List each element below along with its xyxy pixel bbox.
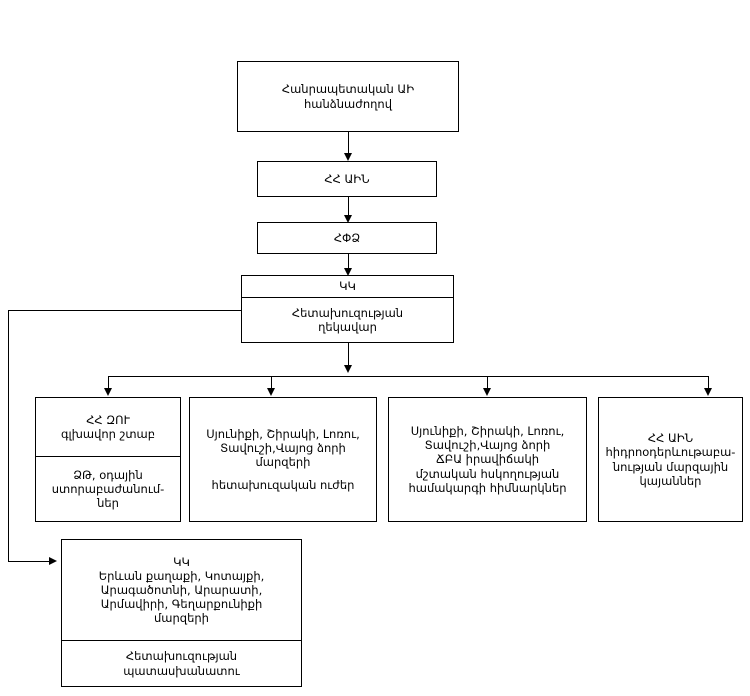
text-line: Տավուշի,Վայոց ձորի <box>220 440 346 455</box>
node-hydromet-stations[interactable]: ՀՀ ԱԻՆ հիդրոօդերևութաբա- նության մարզայի… <box>598 397 743 522</box>
text-line: ՀՀ ԱԻՆ <box>647 431 694 446</box>
text-line: Սյունիքի, Շիրակի, Լոռու, <box>206 426 360 441</box>
node-kk-head[interactable]: ԿԿ Հետախուզության ղեկավար <box>241 275 454 343</box>
node-hpdz-text: ՀՓՁ <box>258 223 436 253</box>
connector-kk-feedback-arrow <box>49 557 57 565</box>
text-line: ներ <box>97 496 119 510</box>
connector-bus-to-recon-forces-arrow <box>267 388 275 396</box>
node-kk-head-header: ԿԿ <box>242 276 453 297</box>
connector-kk-to-bus-line <box>348 343 349 367</box>
text-line: մշտական հսկողության <box>415 466 560 481</box>
connector-hpdz-to-kk-arrow <box>344 268 352 276</box>
text-line: ԿԿ <box>339 279 356 294</box>
connector-kk-feedback-vertical <box>8 310 9 561</box>
text-line: ղեկավար <box>318 320 377 334</box>
node-kk-head-body: Հետախուզության ղեկավար <box>242 297 453 342</box>
node-monitoring-institutions-text: Սյունիքի, Շիրակի, Լոռու, Տավուշի,Վայոց ձ… <box>389 398 586 521</box>
node-hydromet-stations-text: ՀՀ ԱԻՆ հիդրոօդերևութաբա- նության մարզայի… <box>599 398 742 521</box>
node-hh-ain-text: ՀՀ ԱԻՆ <box>258 162 436 196</box>
node-general-staff-body: ՁԹ, օդային ստորաբաժանում- ներ <box>36 456 180 521</box>
text-line: ՀՓՁ <box>333 230 361 245</box>
connector-ain-to-hpdz-line <box>348 197 349 217</box>
node-regional-recon-forces-text: Սյունիքի, Շիրակի, Լոռու, Տավուշի,Վայոց ձ… <box>190 398 376 521</box>
text-line: նության մարզային <box>612 459 729 474</box>
text-line: համակարգի հիմնարկներ <box>408 480 567 495</box>
node-republican-commission-text: Հանրապետական ԱԻ հանձնաժողով <box>238 62 458 131</box>
node-regional-recon-forces[interactable]: Սյունիքի, Շիրակի, Լոռու, Տավուշի,Վայոց ձ… <box>189 397 377 522</box>
connector-ain-to-hpdz-arrow <box>344 215 352 223</box>
text-line: մարզերի <box>255 455 311 469</box>
text-line: Արագածոտնի, Արարատի, <box>100 582 263 597</box>
text-line: Երևան քաղաքի, Կոտայքի, <box>98 568 265 583</box>
node-hh-ain[interactable]: ՀՀ ԱԻՆ <box>257 161 437 197</box>
text-line: պատասխանատու <box>123 663 240 678</box>
text-line: ՀՀ ԶՈՒ <box>86 412 130 427</box>
text-line: հետախուզական ուժեր <box>211 478 355 493</box>
node-republican-commission[interactable]: Հանրապետական ԱԻ հանձնաժողով <box>237 61 459 132</box>
connector-commission-to-ain-arrow <box>344 153 352 161</box>
text-line: Հետախուզության <box>125 649 238 664</box>
connector-bus-to-hydromet-arrow <box>704 388 712 396</box>
text-line: մարզերի <box>154 611 209 626</box>
connector-bus-to-general-staff-arrow <box>104 388 112 396</box>
node-kk-regions[interactable]: ԿԿ Երևան քաղաքի, Կոտայքի, Արագածոտնի, Ար… <box>61 539 302 687</box>
node-general-staff[interactable]: ՀՀ ԶՈՒ գլխավոր շտաբ ՁԹ, օդային ստորաբաժա… <box>35 397 181 522</box>
connector-bus-to-general-staff-line <box>108 376 109 390</box>
connector-bus-to-recon-forces-line <box>271 376 272 390</box>
text-line: կայաններ <box>639 473 702 488</box>
connector-kk-to-bus-arrow <box>344 365 352 373</box>
connector-kk-feedback-top <box>8 310 242 311</box>
text-line: ՃԲԱ իրավիճակի <box>435 452 540 467</box>
connector-bus-to-hydromet-line <box>708 376 709 390</box>
text-line: ՀՀ ԱԻՆ <box>324 171 370 186</box>
connector-kk-feedback-bottom <box>8 561 50 562</box>
text-line: ստորաբաժանում- <box>51 481 165 496</box>
node-general-staff-header: ՀՀ ԶՈՒ գլխավոր շտաբ <box>36 398 180 456</box>
node-monitoring-institutions[interactable]: Սյունիքի, Շիրակի, Լոռու, Տավուշի,Վայոց ձ… <box>388 397 587 522</box>
connector-hpdz-to-kk-line <box>348 254 349 269</box>
text-line: գլխավոր շտաբ <box>60 427 156 441</box>
connector-bus-to-monitoring-line <box>487 376 488 390</box>
node-hpdz[interactable]: ՀՓՁ <box>257 222 437 254</box>
text-line: Արմավիրի, Գեղարքունիքի <box>100 597 263 611</box>
node-kk-regions-body: Հետախուզության պատասխանատու <box>62 640 301 686</box>
connector-commission-to-ain-line <box>348 132 349 155</box>
text-line: Տավուշի,Վայոց ձորի <box>424 438 551 453</box>
connector-bus-to-monitoring-arrow <box>483 388 491 396</box>
text-line: Հետախուզության <box>291 305 404 320</box>
text-line: հանձնաժողով <box>304 96 392 111</box>
text-line: հիդրոօդերևութաբա- <box>605 445 736 460</box>
distribution-bus <box>108 376 708 377</box>
text-line: Հանրապետական ԱԻ <box>281 82 415 97</box>
node-kk-regions-header: ԿԿ Երևան քաղաքի, Կոտայքի, Արագածոտնի, Ար… <box>62 540 301 640</box>
text-line: Սյունիքի, Շիրակի, Լոռու, <box>410 424 565 439</box>
text-line: ՁԹ, օդային <box>73 467 143 482</box>
text-line: ԿԿ <box>173 554 190 569</box>
